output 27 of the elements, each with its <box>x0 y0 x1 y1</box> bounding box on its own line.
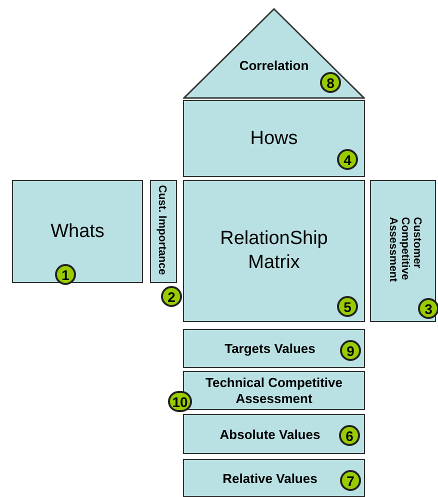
section-label: Correlation <box>238 59 310 72</box>
section-label: RelationShip Matrix <box>219 227 329 275</box>
matrix-section <box>370 180 436 322</box>
number-badge: 5 <box>337 296 358 317</box>
number-badge: 6 <box>339 425 360 446</box>
matrix-section <box>183 180 365 322</box>
matrix-section <box>183 100 365 177</box>
number-badge: 7 <box>340 470 361 491</box>
section-label: Targets Values <box>224 342 316 355</box>
section-label: Customer Competitive Assessment <box>386 217 423 284</box>
number-badge: 2 <box>161 286 182 307</box>
number-badge: 1 <box>55 264 76 285</box>
section-label: Absolute Values <box>220 428 322 440</box>
matrix-section <box>12 180 143 283</box>
number-badge: 9 <box>340 340 361 361</box>
section-label: Cust. Importance <box>156 185 167 275</box>
matrix-section <box>150 180 177 283</box>
matrix-section <box>183 329 365 368</box>
section-label: Technical Competitive Assessment <box>204 374 344 406</box>
section-label: Whats <box>50 220 106 244</box>
matrix-section <box>183 414 365 454</box>
number-badge: 4 <box>337 149 358 170</box>
section-label: Relative Values <box>222 472 318 484</box>
matrix-section <box>183 459 365 497</box>
number-badge: 3 <box>418 298 438 319</box>
number-badge: 10 <box>168 391 192 412</box>
section-label: Hows <box>249 126 299 150</box>
